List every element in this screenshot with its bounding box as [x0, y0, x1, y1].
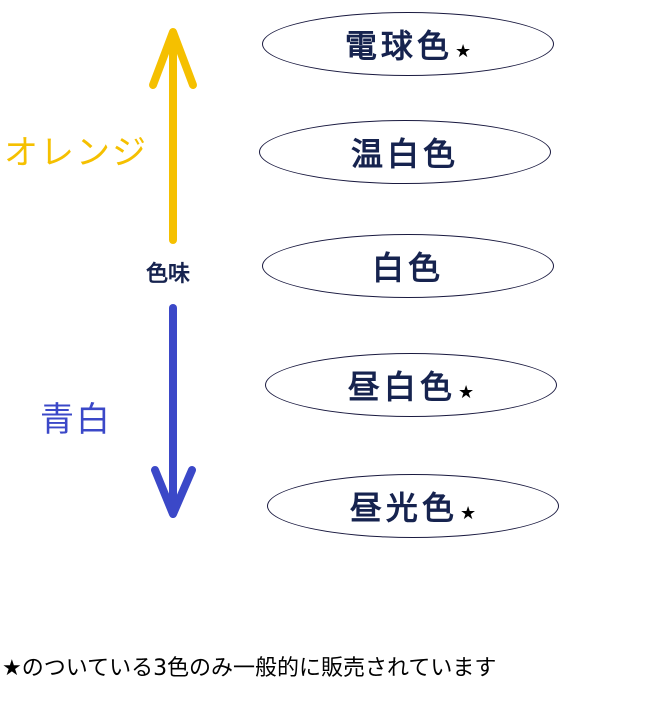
- color-type-label: 白色: [263, 243, 553, 289]
- color-type-ellipse: 白色: [262, 234, 554, 298]
- axis-center-label: 色味: [146, 262, 191, 287]
- cool-arrow-head: [151, 466, 196, 518]
- star-icon: ★: [454, 41, 472, 62]
- warm-direction-label: オレンジ: [4, 133, 148, 173]
- color-type-label: 昼光色★: [268, 483, 558, 529]
- color-type-name: 電球色: [344, 27, 453, 65]
- color-type-name: 昼光色: [349, 489, 458, 527]
- footnote: ★のついている3色のみ一般的に販売されています: [2, 656, 497, 681]
- warm-arrow: [149, 28, 197, 244]
- color-type-name: 温白色: [350, 135, 459, 173]
- star-icon: ★: [457, 382, 475, 403]
- color-type-name: 昼白色: [347, 368, 456, 406]
- cool-direction-label: 青白: [40, 400, 112, 440]
- color-type-ellipse: 電球色★: [262, 12, 554, 76]
- color-type-label: 温白色: [260, 129, 550, 175]
- color-type-ellipse: 昼光色★: [267, 474, 559, 538]
- color-type-name: 白色: [371, 249, 444, 287]
- cool-arrow: [151, 304, 196, 518]
- color-type-label: 電球色★: [263, 21, 553, 67]
- color-type-label: 昼白色★: [266, 362, 556, 408]
- color-type-ellipse: 温白色: [259, 120, 551, 184]
- color-type-ellipse: 昼白色★: [265, 353, 557, 417]
- warm-arrow-head: [149, 28, 197, 89]
- star-icon: ★: [459, 503, 477, 524]
